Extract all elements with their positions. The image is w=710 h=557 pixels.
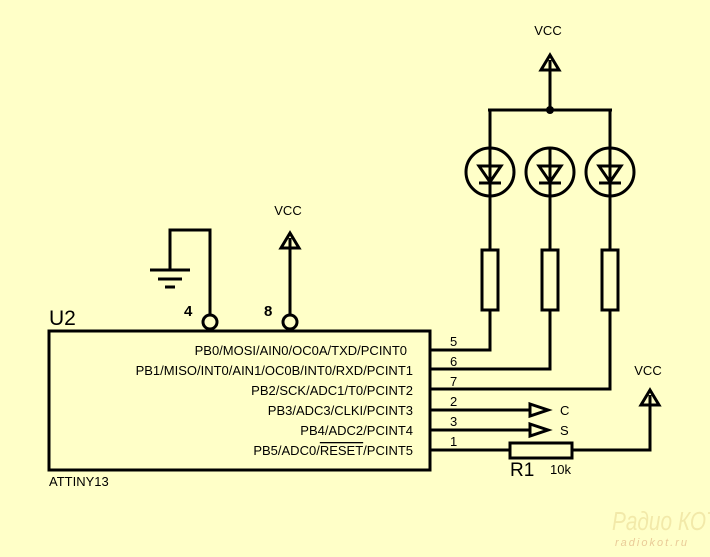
pin-num-3: 3 <box>450 414 457 429</box>
r1-ref-label: R1 <box>510 460 534 481</box>
pin-label-pb1: PB1/MISO/INT0/AIN1/OC0B/INT0/RXD/PCINT1 <box>136 363 413 378</box>
pin-num-1: 1 <box>450 434 457 449</box>
wire-pin-7 <box>430 310 612 391</box>
r1-value-label: 10k <box>550 462 571 477</box>
pin-label-pb4: PB4/ADC2/PCINT4 <box>300 423 413 438</box>
pin-num-4: 4 <box>184 303 193 320</box>
reset-pullup <box>430 387 662 460</box>
port-arrow-icon <box>528 421 553 439</box>
pin-label-pb5-suffix: /PCINT5 <box>363 443 413 458</box>
pin-label-pb3: PB3/ADC3/CLKI/PCINT3 <box>268 403 413 418</box>
pin-8-circle <box>281 313 299 331</box>
vcc-label-reset: VCC <box>634 363 661 378</box>
pin-num-2: 2 <box>450 394 457 409</box>
pin-num-8: 8 <box>264 303 272 320</box>
vcc-arrow-icon <box>638 387 662 407</box>
led-branches <box>430 52 636 391</box>
led-3-icon <box>584 146 636 198</box>
resistor-r1 <box>508 441 574 460</box>
pin-num-6: 6 <box>450 354 457 369</box>
pin-label-pb0: PB0/MOSI/AIN0/OC0A/TXD/PCINT0 <box>195 343 407 358</box>
radiokot-watermark: Радио КОТ radiokot.ru <box>612 507 710 549</box>
attiny13-chip-body <box>47 329 432 472</box>
wire <box>572 395 652 452</box>
wire-pin-6 <box>430 310 552 371</box>
pin-4-circle <box>201 313 219 331</box>
wire-pin-5 <box>430 310 492 352</box>
led-2-icon <box>524 146 576 198</box>
vcc-arrow-icon <box>278 230 302 250</box>
watermark-url: radiokot.ru <box>615 537 689 549</box>
chip-part-label: ATTINY13 <box>49 474 109 489</box>
led-resistor-2 <box>540 248 560 312</box>
port-arrow-icon <box>528 401 553 419</box>
chip-ref-label: U2 <box>49 307 76 330</box>
port-s-label: S <box>560 423 569 438</box>
vcc-arrow-icon <box>538 52 562 72</box>
watermark-logo: Радио КОТ <box>612 507 710 536</box>
pin-num-5: 5 <box>450 334 457 349</box>
port-c-label: C <box>560 403 569 418</box>
led-resistor-1 <box>480 248 500 312</box>
led-resistor-3 <box>600 248 620 312</box>
pin-label-pb5-prefix: PB5/ADC0/ <box>253 443 320 458</box>
port-s <box>430 421 553 439</box>
led-1-icon <box>464 146 516 198</box>
pin-label-pb5-reset: RESET <box>320 443 363 458</box>
ground-wire <box>150 228 219 331</box>
pin-label-pb2: PB2/SCK/ADC1/T0/PCINT2 <box>251 383 413 398</box>
pin-label-pb5: PB5/ADC0/RESET/PCINT5 <box>253 443 413 458</box>
vcc-wire-pin8 <box>278 230 302 331</box>
vcc-label-leds: VCC <box>534 23 561 38</box>
pin-num-7: 7 <box>450 374 457 389</box>
port-c <box>430 401 553 419</box>
vcc-label-chip: VCC <box>274 203 301 218</box>
ground-line <box>168 228 212 315</box>
